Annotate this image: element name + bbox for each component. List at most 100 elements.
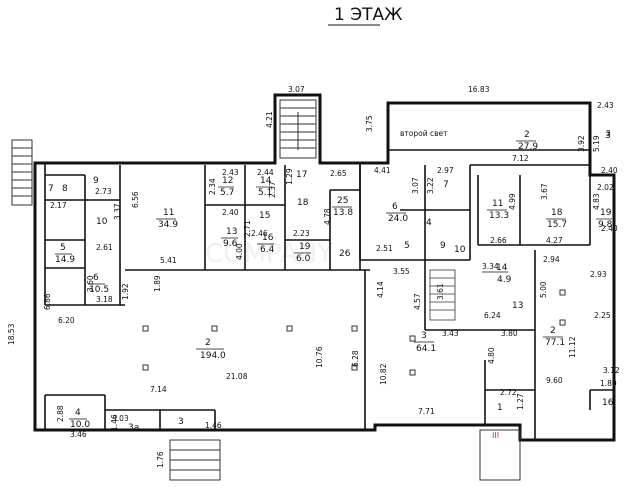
dimension-label: 3.80 [501, 329, 518, 338]
room-area: 6.0 [296, 254, 311, 264]
room-number: 15 [259, 211, 270, 221]
dimension-label: 1.27 [516, 393, 525, 410]
room-number: 25 [337, 196, 348, 206]
room-area: 10.0 [70, 420, 90, 430]
dimension-label: 2.44 [257, 168, 274, 177]
dimension-label: 2.97 [437, 166, 454, 175]
dimension-label: 4.14 [376, 281, 385, 298]
room-number: 2 [550, 326, 556, 336]
dimension-label: 1.89 [153, 275, 162, 292]
dimension-label: 1.92 [121, 283, 130, 300]
dimension-label: 3.43 [442, 329, 459, 338]
dimension-label: 4.78 [323, 208, 332, 225]
dimension-label: 6.20 [58, 316, 75, 325]
room-area: 6.4 [260, 245, 275, 255]
room-area: 64.1 [416, 344, 436, 354]
dimension-label: 1.46 [110, 414, 119, 431]
dimension-label: 3.37 [113, 203, 122, 220]
room-number: 9 [93, 176, 99, 186]
room-area: 15.7 [547, 220, 567, 230]
dimension-label: 2.02 [597, 183, 614, 192]
dimension-label: 4.27 [546, 236, 563, 245]
dimension-label: 16.83 [468, 85, 490, 94]
room-number: 1 [497, 403, 503, 413]
dimension-label: 7.14 [150, 385, 167, 394]
room-area: 9.8 [598, 220, 613, 230]
dimension-label: 2.46 [251, 229, 268, 238]
room-number: 26 [339, 249, 351, 259]
dimension-label: 21.08 [226, 372, 248, 381]
room-area: 5.1 [258, 188, 272, 198]
dimension-label: 2.72 [500, 388, 517, 397]
room-number: 7 [443, 180, 449, 190]
dimension-label: 2.34 [208, 178, 217, 195]
room-area: 4.9 [497, 275, 512, 285]
dimension-label: 2.65 [330, 169, 347, 178]
dimension-label: 3.46 [70, 430, 87, 439]
dimension-label: 2.61 [96, 243, 113, 252]
room-number: 11 [163, 208, 174, 218]
dimension-label: 1.76 [156, 451, 165, 468]
room-number: 5 [404, 241, 410, 251]
dimension-label: 2.43 [597, 101, 614, 110]
dimension-label: 6.28 [351, 350, 360, 367]
dimension-label: 2.66 [490, 236, 507, 245]
room-number: 9 [440, 241, 446, 251]
room-number: 13 [512, 301, 523, 311]
dimension-label: 5.41 [160, 256, 177, 265]
dimension-label: 2.73 [95, 187, 112, 196]
dimension-label: 4.80 [487, 347, 496, 364]
dimension-label: 3.07 [288, 85, 305, 94]
left-exterior-stair [11, 139, 33, 206]
room-number: 18 [297, 198, 309, 208]
dimension-label: 4.41 [374, 166, 391, 175]
dimension-label: 3.12 [603, 366, 620, 375]
dimension-label: 2.40 [222, 208, 239, 217]
room-area: 5.7 [220, 188, 234, 198]
dimension-label: 4.00 [235, 243, 244, 260]
room-number: 17 [296, 170, 307, 180]
dimension-label: 3.55 [393, 267, 410, 276]
room-area: 13.8 [333, 208, 353, 218]
room-number: 3a [128, 423, 139, 433]
dimension-label: 3 [606, 129, 611, 138]
dimension-label: 1.80 [600, 379, 617, 388]
dimension-label: 10.76 [315, 346, 324, 368]
room-number: 4 [75, 408, 81, 418]
dimension-label: 1.46 [205, 421, 222, 430]
room-number: 12 [222, 176, 233, 186]
room-number: 10 [96, 217, 108, 227]
columns [142, 289, 566, 376]
room-number: 13 [226, 227, 237, 237]
room-area: 194.0 [200, 351, 226, 361]
dimension-label: 2.88 [56, 405, 65, 422]
room-area: 77.1 [545, 338, 565, 348]
room-number: 3 [421, 331, 427, 341]
dimension-label: 18.53 [7, 323, 16, 345]
room-area: 14.9 [55, 255, 75, 265]
room-area: 24.0 [388, 214, 408, 224]
room-area: 9.6 [223, 239, 238, 249]
dimension-label: 2.94 [543, 255, 560, 264]
dimension-label: 3.67 [540, 183, 549, 200]
room-number: 11 [492, 199, 503, 209]
dimension-label: 6.24 [484, 311, 501, 320]
dimension-label: 2.93 [590, 270, 607, 279]
dimension-label: 7.12 [512, 154, 529, 163]
room-number: 5 [60, 243, 66, 253]
room-number: 8 [62, 184, 68, 194]
top-stair [279, 99, 317, 159]
dimension-label: 6.56 [131, 191, 140, 208]
room-number: 4 [426, 218, 432, 228]
dimension-label: 4.83 [592, 193, 601, 210]
room-labels: 2 194.0 3 64.1 2 77.1 2 27.9 11 34.9 5 1… [48, 129, 614, 440]
dimension-label: 2.23 [293, 229, 310, 238]
entrance-mark: III [492, 431, 499, 440]
dimension-label: 3.22 [426, 177, 435, 194]
dimension-label: 2.43 [222, 168, 239, 177]
room-number: 14 [496, 263, 508, 273]
room-number: 6 [93, 273, 99, 283]
dimension-label: 7.71 [418, 407, 435, 416]
